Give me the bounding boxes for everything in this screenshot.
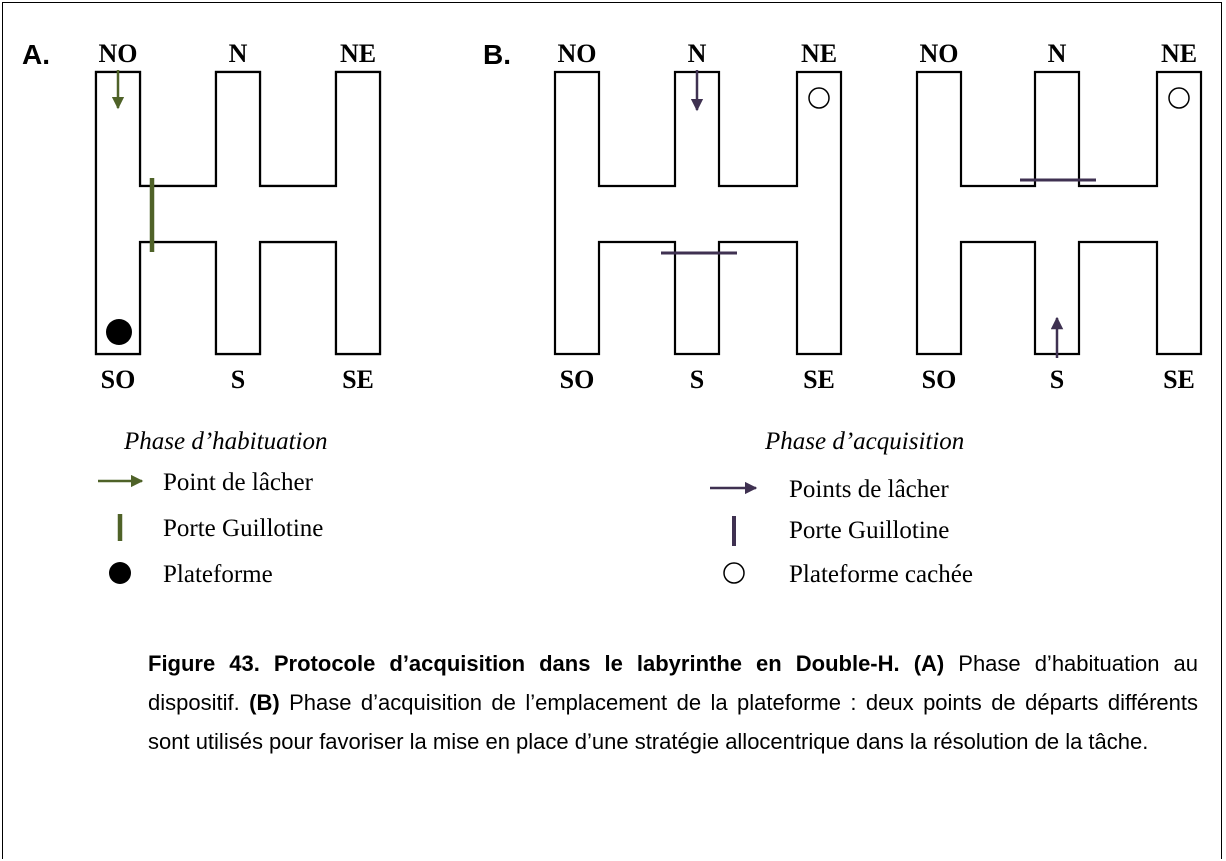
label-ne-b1: NE (801, 39, 837, 68)
caption-b-tag: (B) (249, 690, 280, 715)
legend-b-title: Phase d’acquisition (764, 428, 964, 455)
label-so-a: SO (101, 365, 136, 394)
caption-title: Figure 43. Protocole d’acquisition dans … (148, 651, 900, 676)
maze-b1 (553, 70, 843, 356)
label-so-b1: SO (560, 365, 595, 394)
label-se-b1: SE (803, 365, 835, 394)
label-ne-a: NE (340, 39, 376, 68)
legend-a-item-platform: Plateforme (163, 561, 273, 588)
label-s-b1: S (690, 365, 704, 394)
legend-a-item-release: Point de lâcher (163, 469, 314, 496)
legend-b-item-door: Porte Guillotine (789, 517, 949, 544)
label-ne-b2: NE (1161, 39, 1197, 68)
label-se-b2: SE (1163, 365, 1195, 394)
label-so-b2: SO (922, 365, 957, 394)
caption-a-text: Phase d’habituation au dispositif. (148, 651, 1198, 715)
figure: A. B. NO N NE SO S SE NO N NE SO S SE NO… (22, 39, 1203, 588)
label-no-b1: NO (558, 39, 597, 68)
platform-a (106, 319, 132, 345)
legend-b-item-release: Points de lâcher (789, 476, 949, 503)
label-no-b2: NO (920, 39, 959, 68)
hidden-platform-b1 (808, 87, 830, 109)
label-no-a: NO (99, 39, 138, 68)
label-s-b2: S (1050, 365, 1064, 394)
label-n-a: N (229, 39, 248, 68)
figure-diagram: A. B. NO N NE SO S SE NO N NE SO S SE NO… (22, 39, 1203, 588)
hidden-platform-b2 (1168, 87, 1190, 109)
figure-caption: Figure 43. Protocole d’acquisition dans … (148, 644, 1198, 761)
legend-a-item-door: Porte Guillotine (163, 515, 323, 542)
label-n-b1: N (688, 39, 707, 68)
legend-a-title: Phase d’habituation (123, 428, 327, 455)
label-n-b2: N (1048, 39, 1067, 68)
label-se-a: SE (342, 365, 374, 394)
legend-b-hidden-platform-icon (723, 562, 745, 584)
maze-b2 (915, 70, 1203, 356)
caption-a-tag: (A) (913, 651, 945, 676)
maze-a-outline (94, 70, 382, 356)
legend-b-item-platform: Plateforme cachée (789, 561, 973, 588)
label-s-a: S (231, 365, 245, 394)
caption-b-text: Phase d’acquisition de l’emplacement de … (148, 690, 1198, 754)
panel-b-label: B. (483, 39, 511, 70)
panel-a-label: A. (22, 39, 50, 70)
legend-a-platform-icon (109, 562, 131, 584)
